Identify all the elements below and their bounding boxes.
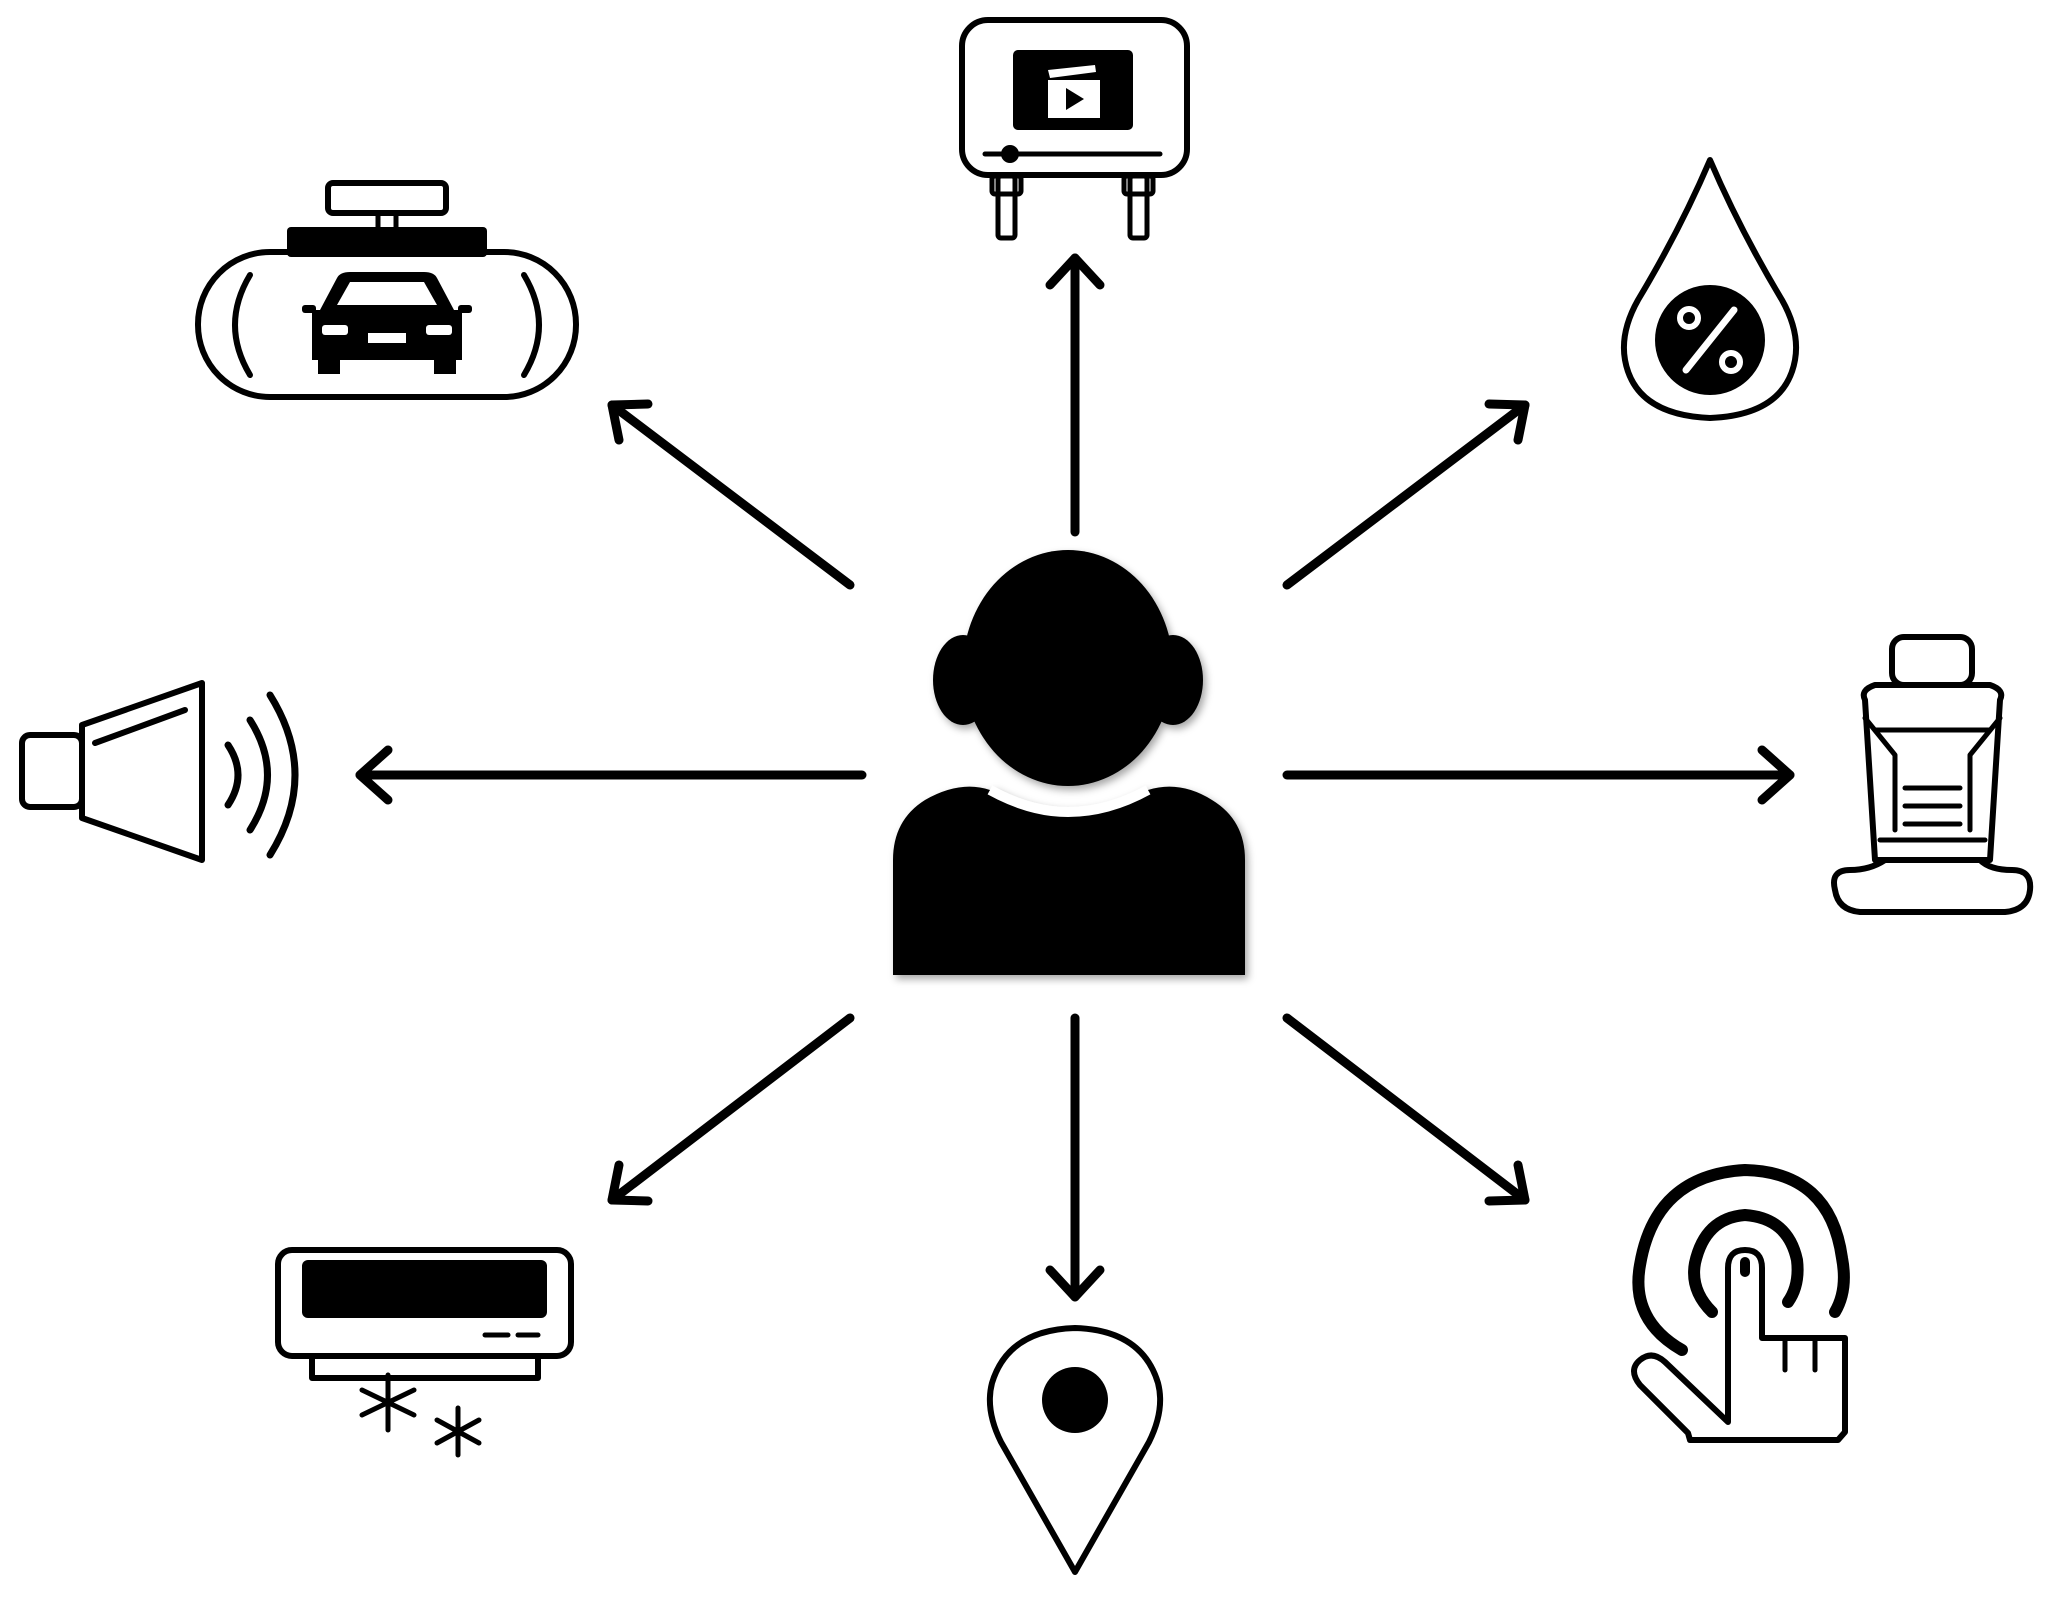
snowflake-icon <box>434 1405 482 1458</box>
car-icon <box>302 272 472 374</box>
humidity-drop-icon <box>1620 157 1800 421</box>
rearview-mirror-car-icon <box>195 180 579 400</box>
car-seat-icon <box>1831 634 2034 915</box>
arrow-left <box>355 745 867 805</box>
arrow-down-left <box>607 1013 855 1206</box>
user-silhouette-icon <box>893 550 1245 975</box>
air-conditioner-icon <box>275 1247 574 1458</box>
location-pin-icon <box>986 1325 1164 1575</box>
arrow-up-left <box>607 399 855 590</box>
arrow-down <box>1045 1013 1105 1302</box>
arrow-up-right <box>1282 399 1530 590</box>
snowflake-icon <box>359 1372 417 1433</box>
speaker-icon <box>19 680 299 863</box>
media-screen-icon <box>959 17 1190 241</box>
touch-tap-icon <box>1631 1164 1850 1443</box>
arrow-down-right <box>1282 1013 1530 1206</box>
arrow-right <box>1282 745 1795 805</box>
arrow-up <box>1045 253 1105 537</box>
arrows <box>355 253 1795 1302</box>
